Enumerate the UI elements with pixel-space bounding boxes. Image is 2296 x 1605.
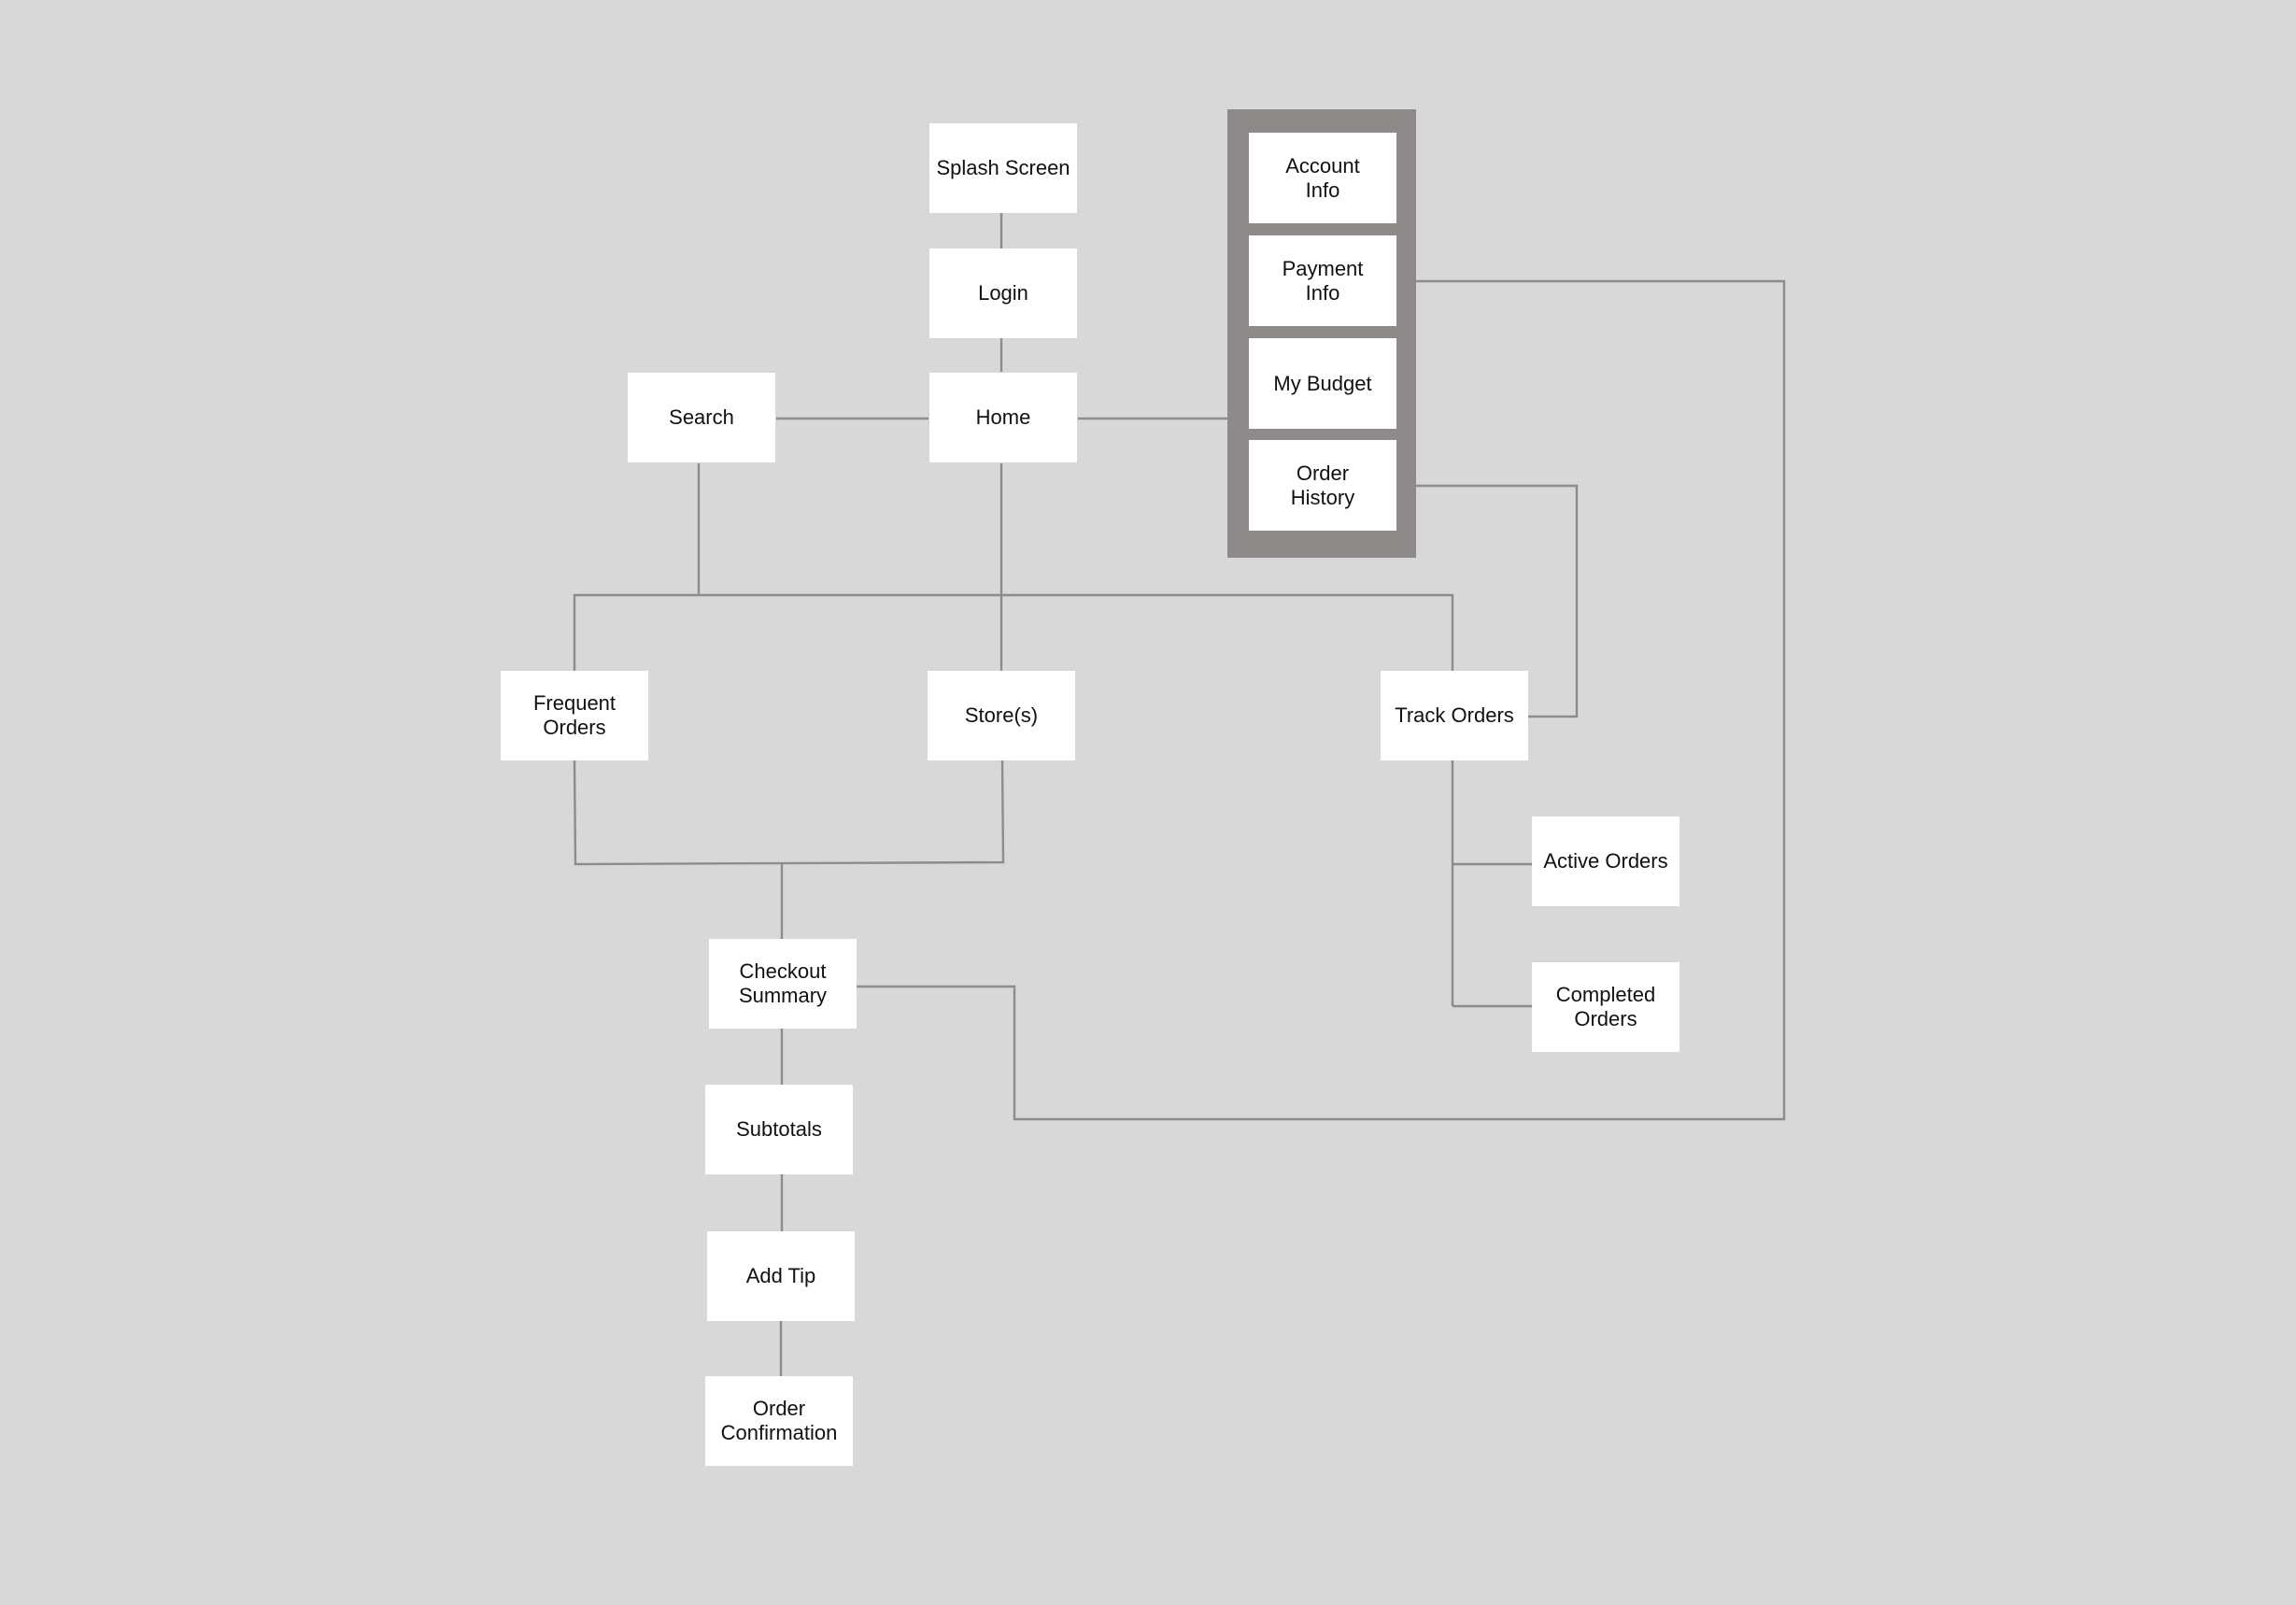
node-stores: Store(s) <box>928 671 1075 760</box>
node-label: Checkout Summary <box>738 959 828 1007</box>
node-label: Order History <box>1290 461 1355 509</box>
connector-merge-bar <box>573 760 1005 866</box>
node-track-orders: Track Orders <box>1381 671 1528 760</box>
node-subtotals: Subtotals <box>705 1085 853 1174</box>
node-label: Add Tip <box>745 1264 816 1287</box>
node-active-orders: Active Orders <box>1532 817 1679 906</box>
node-label: Store(s) <box>964 703 1039 727</box>
node-search: Search <box>628 373 775 462</box>
node-frequent-orders: Frequent Orders <box>501 671 648 760</box>
node-label: Search <box>669 405 734 429</box>
node-payment-info: Payment Info <box>1249 235 1396 326</box>
node-label: Completed Orders <box>1555 983 1656 1030</box>
node-label: Frequent Orders <box>532 691 617 739</box>
connector-checkout-payment <box>856 279 1786 1121</box>
node-home: Home <box>929 373 1077 462</box>
node-label: Login <box>978 281 1028 305</box>
node-label: Subtotals <box>736 1117 822 1141</box>
node-label: Account Info <box>1285 153 1360 202</box>
node-label: Track Orders <box>1395 703 1514 727</box>
node-account-info: Account Info <box>1249 133 1396 223</box>
connector-order-history-track <box>1416 484 1579 718</box>
node-my-budget: My Budget <box>1249 338 1396 429</box>
node-label: Order Confirmation <box>720 1397 838 1444</box>
node-splash-screen: Splash Screen <box>929 123 1077 213</box>
node-order-confirmation: Order Confirmation <box>705 1376 853 1466</box>
node-label: My Budget <box>1273 371 1372 395</box>
node-label: Active Orders <box>1543 849 1668 873</box>
node-order-history: Order History <box>1249 440 1396 531</box>
node-add-tip: Add Tip <box>707 1231 855 1321</box>
account-menu-group: Account Info Payment Info My Budget Orde… <box>1227 109 1416 558</box>
node-checkout-summary: Checkout Summary <box>709 939 857 1029</box>
connector-branch-bar <box>573 593 1454 671</box>
node-label: Splash Screen <box>936 156 1070 179</box>
node-login: Login <box>929 249 1077 338</box>
node-label: Payment Info <box>1282 256 1364 305</box>
node-label: Home <box>975 405 1031 429</box>
node-completed-orders: Completed Orders <box>1532 962 1679 1052</box>
